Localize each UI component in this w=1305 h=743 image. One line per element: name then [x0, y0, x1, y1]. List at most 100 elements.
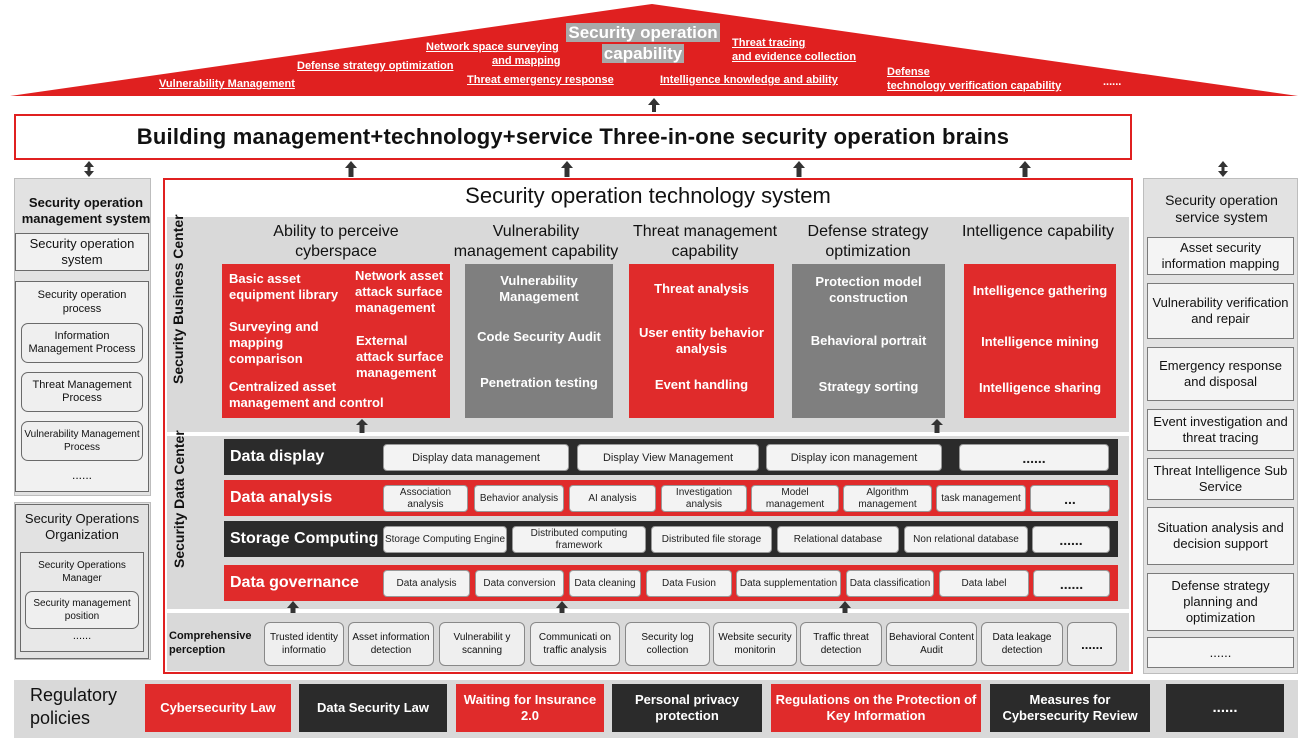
service-item: ......: [1147, 637, 1294, 668]
data-row-display: Data display Display data management Dis…: [224, 439, 1118, 475]
security-operation-system-box: Security operation system: [15, 233, 149, 271]
roof-item: technology verification capability: [887, 80, 1062, 92]
roof-item: Defense: [887, 66, 930, 78]
data-item: Non relational database: [904, 526, 1028, 553]
regulatory-label: Regulatory policies: [30, 685, 118, 728]
capability-item: Intelligence mining: [981, 334, 1099, 349]
brain-title: Building management+technology+service T…: [14, 114, 1132, 160]
data-row-label: Storage Computing: [230, 530, 379, 547]
capability-item: Strategy sorting: [818, 379, 919, 394]
double-arrow-icon: [84, 161, 94, 177]
data-item: Relational database: [777, 526, 899, 553]
data-item: Display View Management: [577, 444, 759, 471]
perception-capability-box: [222, 264, 450, 418]
organization-manager: Security Operations Manager: [38, 560, 126, 584]
service-system-title: Security operation service system: [1165, 192, 1278, 225]
perception-item: Asset information detection: [348, 622, 434, 666]
arrow-up-icon: [356, 419, 368, 433]
capability-item: Surveying and mapping comparison: [229, 319, 319, 366]
data-item: ......: [1033, 570, 1110, 597]
data-item: task management: [936, 485, 1026, 512]
data-item: Data supplementation: [736, 570, 841, 597]
arrow-up-icon: [839, 601, 851, 617]
service-item: Defense strategy planning and optimizati…: [1147, 573, 1294, 631]
data-row-label: Data analysis: [230, 489, 333, 506]
regulation-item: ......: [1166, 684, 1284, 732]
data-item: Display data management: [383, 444, 569, 471]
capability-item: Basic asset equipment library: [229, 271, 339, 302]
regulation-item: Cybersecurity Law: [145, 684, 291, 732]
perception-item: Vulnerabilit y scanning: [439, 622, 525, 666]
roof-item: Vulnerability Management: [159, 78, 295, 90]
process-title: Security operation process: [37, 289, 127, 315]
column-heading: Intelligence capability: [961, 223, 1115, 240]
capability-item: Intelligence gathering: [972, 283, 1108, 298]
data-item: Data cleaning: [569, 570, 641, 597]
capability-item: External attack surface management: [356, 333, 444, 380]
roof-item: Threat tracing: [732, 37, 806, 49]
column-heading: Vulnerability management capability: [453, 223, 619, 260]
data-item: Distributed computing framework: [512, 526, 646, 553]
threat-capability-box: [629, 264, 774, 418]
data-item: ...: [1030, 485, 1110, 512]
roof-item: Defense strategy optimization: [297, 60, 454, 72]
roof-item: and mapping: [492, 55, 561, 67]
data-item: Data conversion: [475, 570, 564, 597]
data-center-label: Security Data Center: [171, 430, 187, 568]
defense-capability-box: [792, 264, 945, 418]
process-item: Information Management Process: [21, 323, 143, 363]
capability-item: Threat analysis: [654, 281, 749, 296]
perception-label: Comprehensive perception: [169, 630, 252, 656]
data-item: Storage Computing Engine: [383, 526, 507, 553]
organization-more: ......: [72, 630, 92, 642]
process-item: Vulnerability Management Process: [21, 421, 143, 461]
perception-item: ......: [1067, 622, 1117, 666]
double-arrow-icon: [1218, 161, 1228, 177]
perception-item: Trusted identity informatio: [264, 622, 344, 666]
data-item: Algorithm management: [843, 485, 932, 512]
technology-system-title: Security operation technology system: [465, 183, 831, 208]
regulation-item: Data Security Law: [299, 684, 447, 732]
arrow-up-icon: [1019, 161, 1031, 177]
arrow-up-icon: [561, 161, 573, 177]
arrow-up-icon: [648, 98, 660, 105]
roof-item: Intelligence knowledge and ability: [660, 74, 838, 86]
roof-item: and evidence collection: [732, 51, 857, 63]
service-item: Asset security information mapping: [1147, 237, 1294, 275]
service-item: Situation analysis and decision support: [1147, 507, 1294, 565]
vulnerability-capability-box: [465, 264, 613, 418]
capability-item: Protection model construction: [815, 274, 922, 305]
perception-item: Traffic threat detection: [800, 622, 882, 666]
capability-item: Vulnerability Management: [499, 273, 579, 304]
regulation-item: Personal privacy protection: [612, 684, 762, 732]
data-item: Association analysis: [383, 485, 468, 512]
perception-item: Security log collection: [625, 622, 710, 666]
data-item: Distributed file storage: [651, 526, 772, 553]
data-row-governance: Data governance Data analysis Data conve…: [224, 565, 1118, 601]
perception-item: Data leakage detection: [981, 622, 1063, 666]
regulation-item: Measures for Cybersecurity Review: [990, 684, 1150, 732]
data-item: Data Fusion: [646, 570, 732, 597]
perception-item: Website security monitorin: [713, 622, 797, 666]
roof-item: ......: [1103, 76, 1122, 88]
process-more: ......: [71, 468, 92, 482]
process-item: Threat Management Process: [21, 372, 143, 412]
data-item: Model management: [751, 485, 839, 512]
arrow-up-icon: [793, 161, 805, 177]
capability-item: Centralized asset management and control: [229, 379, 384, 410]
capability-item: Code Security Audit: [477, 329, 601, 344]
data-item: Investigation analysis: [661, 485, 747, 512]
capability-item: Penetration testing: [480, 375, 598, 390]
service-item: Event investigation and threat tracing: [1147, 409, 1294, 451]
arrow-up-icon: [556, 601, 568, 617]
service-item: Vulnerability verification and repair: [1147, 283, 1294, 339]
arrow-up-icon: [652, 104, 656, 112]
column-heading: Defense strategy optimization: [807, 223, 929, 260]
perception-item: Communicati on traffic analysis: [530, 622, 620, 666]
data-item: AI analysis: [569, 485, 656, 512]
regulation-item: Waiting for Insurance 2.0: [456, 684, 604, 732]
arrow-up-icon: [345, 161, 357, 177]
capability-item: Intelligence sharing: [978, 380, 1102, 395]
data-item: Behavior analysis: [474, 485, 564, 512]
